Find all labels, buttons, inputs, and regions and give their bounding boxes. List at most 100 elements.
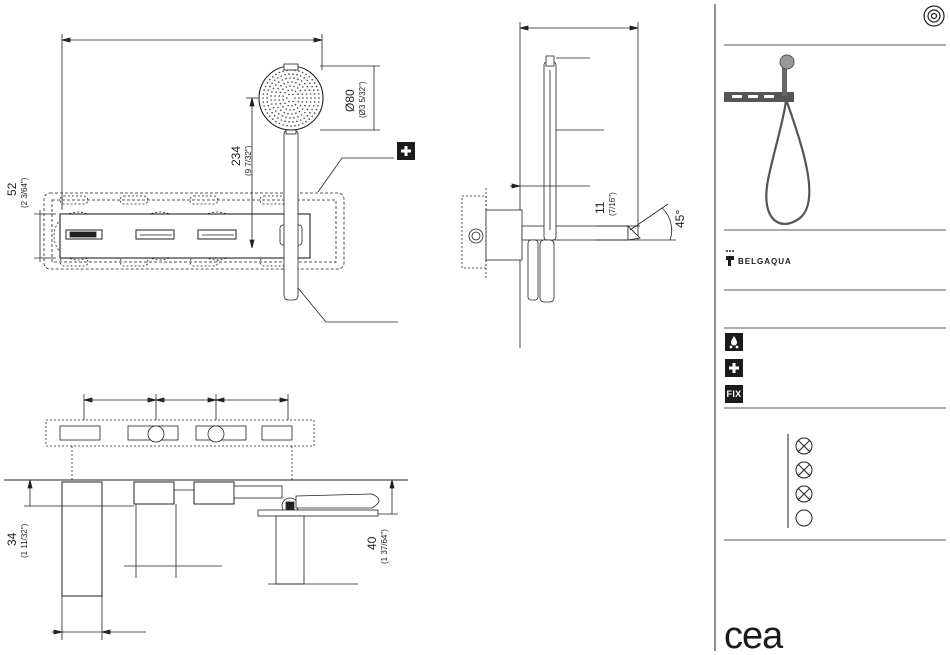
nozzle-dot (269, 109, 271, 111)
nozzle-dot (289, 117, 291, 119)
nozzle-dot (280, 92, 282, 94)
nozzle-dot (314, 112, 316, 114)
nozzle-dot (279, 72, 281, 74)
dim-diameter-inch: (Ø3 5/32") (358, 81, 367, 118)
nozzle-dot (280, 110, 282, 112)
nozzle-dot (302, 101, 304, 103)
nozzle-dot (301, 114, 303, 116)
nozzle-dot (309, 83, 311, 85)
nozzle-dot (268, 105, 270, 107)
belgaqua-logo: BELGAQUA (726, 250, 792, 266)
nozzle-dot (262, 97, 264, 99)
plan-view (4, 394, 408, 640)
nozzle-dot (314, 101, 316, 103)
nozzle-dot (277, 117, 279, 119)
handle-symbols (788, 434, 812, 528)
nozzle-dot (304, 105, 306, 107)
nozzle-dot (306, 93, 308, 95)
nozzle-dot (263, 105, 265, 107)
nozzle-dot (278, 81, 280, 83)
nozzle-dot (300, 119, 302, 121)
nozzle-dot (299, 111, 301, 113)
nozzle-dot (318, 101, 320, 103)
nozzle-dot (287, 113, 289, 115)
nozzle-dot (284, 92, 286, 94)
water-drops-icon (725, 333, 743, 351)
nozzle-dot (316, 109, 318, 111)
nozzle-dot (269, 116, 271, 118)
nozzle-dot (316, 86, 318, 88)
nozzle-dot (265, 86, 267, 88)
nozzle-dot (306, 101, 308, 103)
dim-40-inch: (1 37/64") (380, 529, 389, 564)
nozzle-dot (293, 109, 295, 111)
nozzle-dot (313, 89, 315, 91)
nozzle-dot (310, 97, 312, 99)
nozzle-dot (287, 90, 289, 92)
nozzle-dot (274, 99, 276, 101)
nozzle-dot (281, 79, 283, 81)
nozzle-dot (314, 93, 316, 95)
nozzle-dot (299, 84, 301, 86)
nozzle-dot (297, 107, 299, 109)
nozzle-dot (279, 123, 281, 125)
dim-11-inch: (7/16") (608, 192, 617, 216)
nozzle-dot (302, 97, 304, 99)
nozzle-dot (311, 79, 313, 81)
fix-icon-label: FIX (727, 389, 742, 399)
dim-52: 52 (5, 182, 19, 196)
nozzle-dot (267, 112, 269, 114)
nozzle-dot (275, 74, 277, 76)
nozzle-dot (294, 70, 296, 72)
nozzle-dot (309, 89, 311, 91)
nozzle-dot (300, 90, 302, 92)
nozzle-dot (263, 101, 265, 103)
nozzle-dot (304, 112, 306, 114)
nozzle-dot (268, 89, 270, 91)
nozzle-dot (274, 80, 276, 82)
nozzle-dot (286, 125, 288, 127)
dim-40: 40 (365, 536, 379, 550)
nozzle-dot (290, 69, 292, 71)
nozzle-dot (314, 97, 316, 99)
nozzle-dot (297, 87, 299, 89)
nozzle-dot (307, 80, 309, 82)
nozzle-dot (281, 115, 283, 117)
nozzle-dot (290, 125, 292, 127)
nozzle-dot (296, 121, 298, 123)
nozzle-dot (263, 89, 265, 91)
target-icon (924, 6, 944, 26)
nozzle-dot (292, 101, 294, 103)
nozzle-dot (307, 86, 309, 88)
dim-diameter: Ø80 (343, 89, 357, 112)
nozzle-dot (286, 70, 288, 72)
nozzle-dot (305, 121, 307, 123)
nozzle-dot (269, 86, 271, 88)
nozzle-dot (309, 112, 311, 114)
nozzle-dot (298, 70, 300, 72)
handle-symbol-crossed (796, 486, 812, 502)
nozzle-dot (293, 117, 295, 119)
nozzle-dot (314, 82, 316, 84)
nozzle-dot (280, 85, 282, 87)
nozzle-dot (294, 125, 296, 127)
nozzle-dot (285, 117, 287, 119)
nozzle-dot (278, 113, 280, 115)
nozzle-dot (284, 103, 286, 105)
nozzle-dot (285, 86, 287, 88)
nozzle-dot (284, 121, 286, 123)
nozzle-dot (317, 89, 319, 91)
nozzle-dot (310, 93, 312, 95)
nozzle-dot (289, 109, 291, 111)
nozzle-dot (294, 97, 296, 99)
nozzle-dot (282, 124, 284, 126)
nozzle-dot (311, 116, 313, 118)
nozzle-dot (280, 103, 282, 105)
nozzle-dot (289, 77, 291, 79)
nozzle-dot (302, 93, 304, 95)
nozzle-dot (267, 82, 269, 84)
nozzle-dot (271, 83, 273, 85)
nozzle-dot (298, 124, 300, 126)
nozzle-dot (282, 88, 284, 90)
